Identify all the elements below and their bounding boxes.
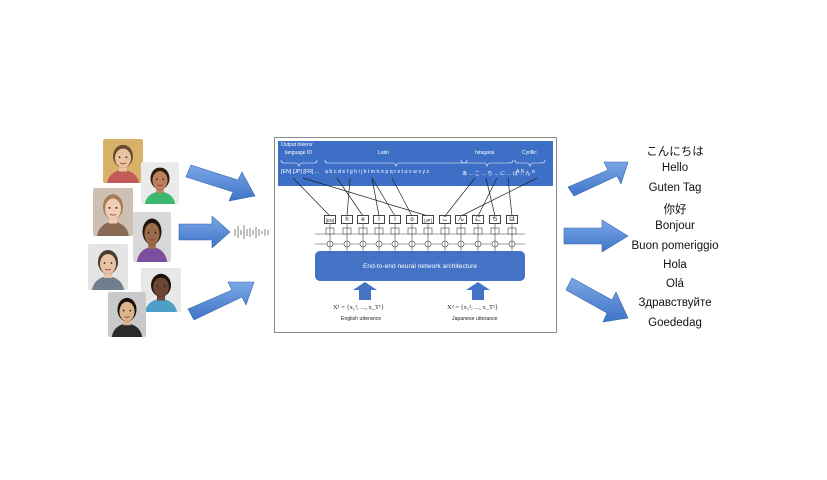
greeting-text: Hello: [661, 162, 689, 175]
utterance-formula-japanese: X² = {x₁², ..., x_T²}: [447, 304, 499, 311]
input-token: e: [357, 215, 369, 224]
arrow-right-middle: [563, 219, 629, 253]
token-row-latin: a b c d e f g h i j k l m n o p q r s t …: [325, 169, 430, 175]
face-avatar-7: [108, 292, 146, 337]
input-token: l: [373, 215, 385, 224]
input-token: こ: [439, 215, 451, 224]
architecture-diagram: Output tokens: language ID Latin hiragan…: [274, 137, 557, 333]
group-label-cyrillic: Cyrillic: [522, 150, 537, 156]
face-avatar-3: [93, 188, 133, 236]
greeting-text: Guten Tag: [648, 181, 702, 194]
input-token: l: [389, 215, 401, 224]
greeting-text: Hola: [663, 258, 687, 271]
greeting-text: Bonjour: [655, 220, 695, 233]
input-token: ち: [489, 215, 501, 224]
decoder-lines: [292, 177, 538, 251]
waveform-icon: [234, 225, 269, 239]
token-row-hiragana: あ ... こ ... ち ... に ... は ... ん: [462, 171, 531, 177]
token-row-lang: [EN] [JP] [FR] ...: [281, 169, 320, 175]
arrow-left-top: [185, 164, 256, 202]
output-token-band: [278, 141, 553, 186]
greeting-text: 你好: [663, 203, 687, 216]
greeting-text: Goededag: [648, 316, 702, 329]
network-block: End-to-end neural network architecture: [315, 251, 525, 281]
group-label-language-id: language ID: [285, 150, 312, 156]
input-token: h: [341, 215, 353, 224]
group-label-hiragana: hiragana: [475, 150, 495, 156]
greeting-text: こんにちは: [646, 146, 704, 158]
input-token: o: [406, 215, 418, 224]
face-avatar-2: [141, 162, 179, 204]
input-token: に: [472, 215, 484, 224]
arrow-right-top: [567, 161, 629, 197]
output-tokens-label: Output tokens:: [281, 142, 314, 148]
input-arrows: [353, 282, 490, 300]
input-token: は: [506, 215, 518, 224]
input-token: ん: [455, 215, 467, 224]
face-avatar-6: [141, 268, 181, 312]
greeting-text: Olá: [666, 278, 684, 291]
greeting-text: Buon pomeriggio: [631, 239, 719, 252]
utterance-formula-english: X¹ = {x₁¹, ..., x_T¹}: [333, 304, 385, 311]
arrow-right-bottom: [565, 277, 629, 323]
utterance-label-english: English utterance: [341, 316, 382, 322]
brace-lines: [280, 159, 546, 167]
arrow-left-bottom: [187, 281, 255, 321]
utterance-label-japanese: Japanese utterance: [452, 316, 498, 322]
face-avatar-4: [133, 212, 171, 262]
token-row-cyrillic: А Б ... я: [516, 169, 535, 175]
network-label: End-to-end neural network architecture: [363, 262, 477, 270]
group-label-latin: Latin: [378, 150, 389, 156]
arrow-left-middle: [178, 215, 231, 249]
greeting-text: Здравствуйте: [638, 297, 712, 310]
face-avatar-5: [88, 244, 128, 290]
input-token: [JP]: [422, 215, 434, 224]
input-token: [EN]: [324, 215, 336, 224]
face-avatar-1: [103, 139, 143, 183]
